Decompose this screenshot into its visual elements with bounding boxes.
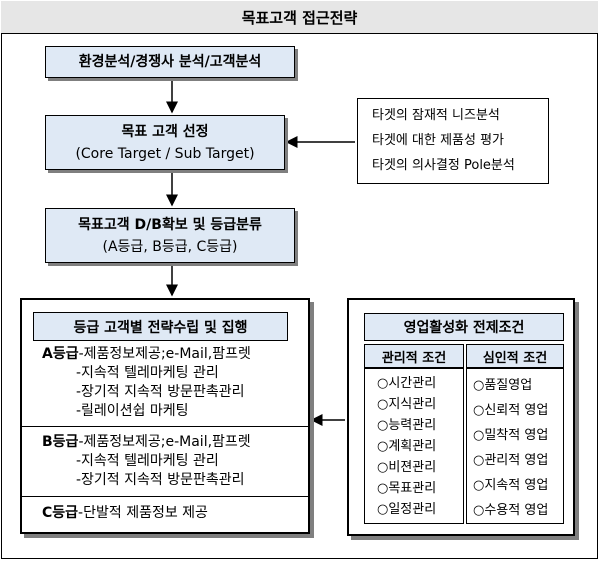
rational-condition-item: ○비젼관리 <box>377 460 437 475</box>
rational-condition-item: ○계획관리 <box>377 439 437 454</box>
grade-a-label: A등급 <box>42 346 79 362</box>
step-analysis-label: 환경분석/경쟁사 분석/고객분석 <box>78 54 262 70</box>
step-target-selection-box: 목표 고객 선정 (Core Target / Sub Target) <box>45 115 285 170</box>
grade-b-section: B등급-제품정보제공;e-Mail,팜프렛 -지속적 텔레마케팅 관리 -장기적… <box>42 433 251 490</box>
mental-condition-item: ○밀착적 영업 <box>473 428 549 443</box>
step-target-selection-subtitle: (Core Target / Sub Target) <box>75 145 255 162</box>
grade-a-line: -장기적 지속적 방문판촉관리 <box>76 384 245 400</box>
mental-condition-item: ○품질영업 <box>473 378 533 393</box>
grade-a-line: -지속적 텔레마케팅 관리 <box>76 365 219 381</box>
note-item: 타겟에 대한 제품성 평가 <box>372 133 504 148</box>
grade-c-line: -단발적 제품정보 제공 <box>78 505 208 521</box>
step-analysis-box: 환경분석/경쟁사 분석/고객분석 <box>45 46 295 78</box>
step-db-subtitle: (A등급, B등급, C등급) <box>102 238 238 255</box>
grade-b-label: B등급 <box>42 434 79 450</box>
mental-condition-item: ○수용적 영업 <box>473 503 549 518</box>
mental-condition-item: ○관리적 영업 <box>473 453 549 468</box>
rational-conditions-header: 관리적 조건 <box>364 344 464 368</box>
mental-conditions-box <box>466 368 564 524</box>
rational-condition-item: ○시간관리 <box>377 376 437 391</box>
sales-prereq-header: 영업활성화 전제조건 <box>364 313 564 341</box>
target-analysis-notes: 타겟의 잠재적 니즈분석 타겟에 대한 제품성 평가 타겟의 의사결정 Pole… <box>357 98 549 184</box>
grade-c-section: C등급-단발적 제품정보 제공 <box>42 504 208 523</box>
grade-b-line: -제품정보제공;e-Mail,팜프렛 <box>78 434 251 450</box>
diagram-title: 목표고객 접근전략 <box>1 1 598 34</box>
rational-conditions-box <box>364 368 464 524</box>
mental-conditions-list: ○품질영업 ○신뢰적 영업 ○밀착적 영업 ○관리적 영업 ○지속적 영업 ○수… <box>473 373 548 523</box>
note-item: 타겟의 의사결정 Pole분석 <box>372 158 515 173</box>
grade-strategy-header: 등급 고객별 전략수립 및 집행 <box>33 312 288 341</box>
grade-b-line: -장기적 지속적 방문판촉관리 <box>76 472 245 488</box>
mental-conditions-header: 심인적 조건 <box>466 344 564 368</box>
mental-condition-item: ○신뢰적 영업 <box>473 403 549 418</box>
step-db-title: 목표고객 D/B확보 및 등급분류 <box>78 216 262 233</box>
note-item: 타겟의 잠재적 니즈분석 <box>372 108 500 123</box>
rational-conditions-list: ○시간관리 ○지식관리 ○능력관리 ○계획관리 ○비젼관리 ○목표관리 ○일정관… <box>377 373 436 520</box>
grade-b-line: -지속적 텔레마케팅 관리 <box>76 453 219 469</box>
step-db-box: 목표고객 D/B확보 및 등급분류 (A등급, B등급, C등급) <box>45 208 295 263</box>
mental-condition-item: ○지속적 영업 <box>473 478 549 493</box>
grade-divider <box>22 426 308 427</box>
grade-a-line: -릴레이션쉽 마케팅 <box>76 403 189 419</box>
rational-condition-item: ○목표관리 <box>377 481 437 496</box>
grade-c-label: C등급 <box>42 505 79 521</box>
grade-a-line: -제품정보제공;e-Mail,팜프렛 <box>78 346 251 362</box>
rational-condition-item: ○능력관리 <box>377 418 437 433</box>
rational-condition-item: ○지식관리 <box>377 397 437 412</box>
rational-condition-item: ○일정관리 <box>377 502 437 517</box>
grade-a-section: A등급-제품정보제공;e-Mail,팜프렛 -지속적 텔레마케팅 관리 -장기적… <box>42 345 251 421</box>
grade-divider <box>22 496 308 497</box>
step-target-selection-title: 목표 고객 선정 <box>121 123 209 140</box>
